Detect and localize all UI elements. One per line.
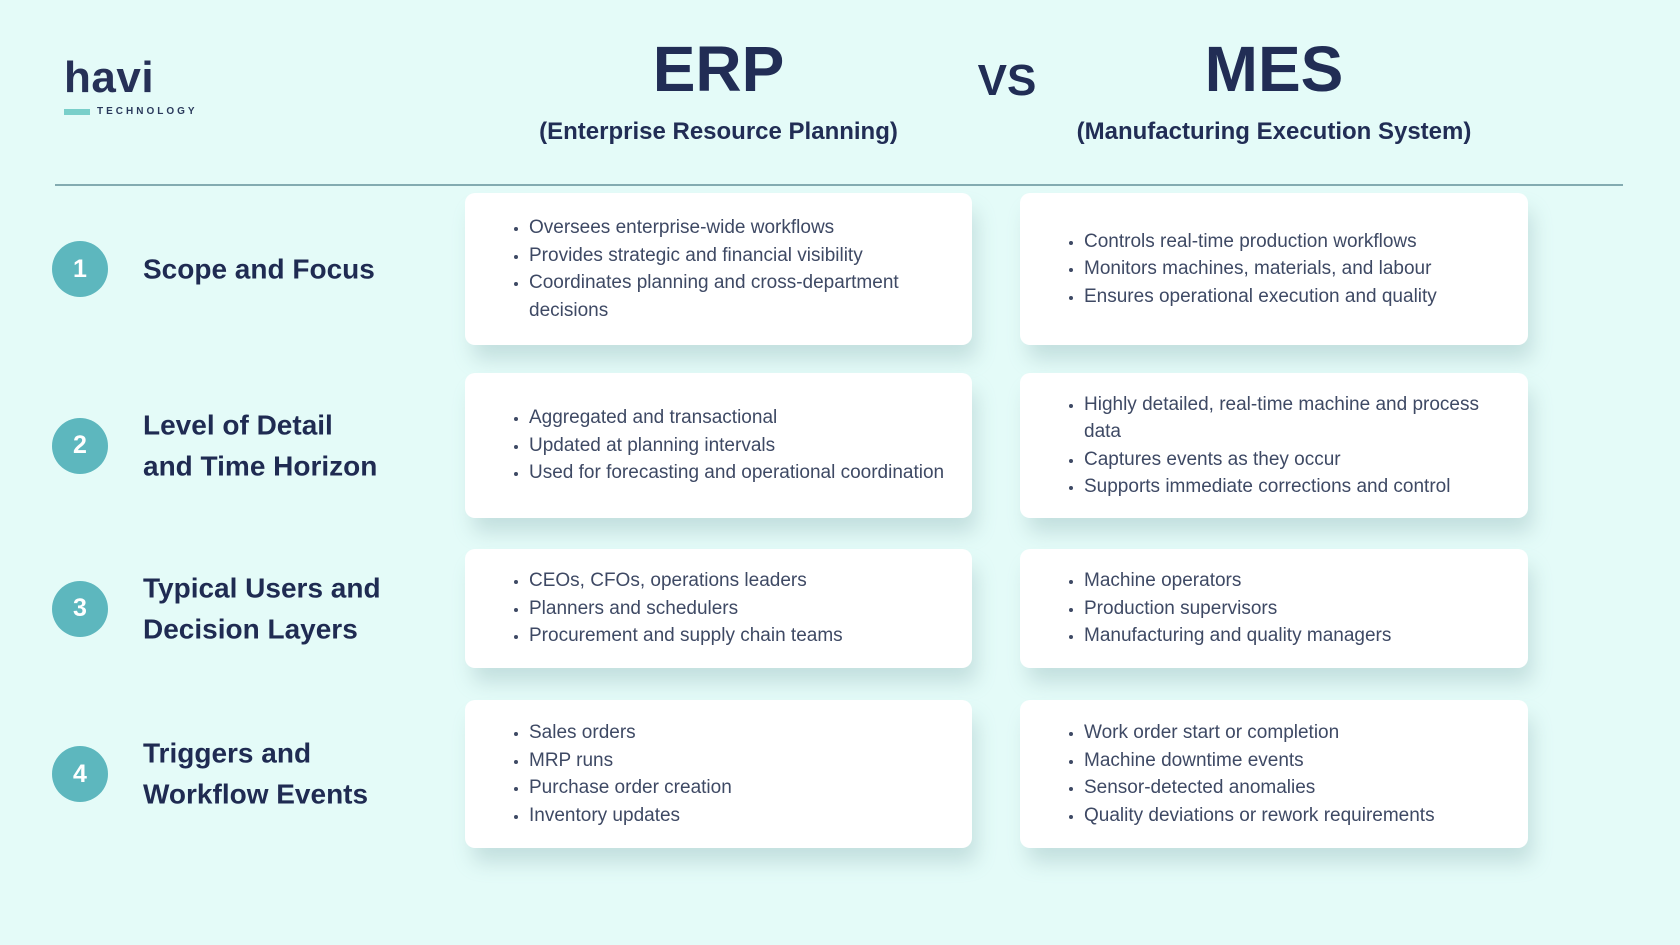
logo-tagline: TECHNOLOGY — [97, 106, 198, 117]
header-divider — [55, 184, 1623, 186]
bullet-item: Machine downtime events — [1084, 747, 1435, 775]
logo-bar-icon — [64, 108, 90, 115]
bullet-item: MRP runs — [529, 747, 732, 775]
erp-bullet-list: Oversees enterprise-wide workflows Provi… — [465, 214, 972, 324]
bullet-item: Machine operators — [1084, 567, 1391, 595]
mes-bullet-list: Work order start or completion Machine d… — [1020, 719, 1449, 829]
bullet-item: Coordinates planning and cross-departmen… — [529, 269, 958, 324]
mes-bullet-list: Machine operators Production supervisors… — [1020, 567, 1405, 650]
logo-tagline-row: TECHNOLOGY — [64, 106, 198, 117]
bullet-item: Aggregated and transactional — [529, 404, 944, 432]
bullet-item: Monitors machines, materials, and labour — [1084, 255, 1437, 283]
row-number-badge: 2 — [52, 417, 108, 474]
bullet-item: Planners and schedulers — [529, 595, 843, 623]
row-label-line1: Typical Users and — [143, 572, 381, 604]
bullet-item: Purchase order creation — [529, 774, 732, 802]
bullet-item: Production supervisors — [1084, 595, 1391, 623]
row-number-badge: 4 — [52, 746, 108, 802]
erp-bullet-list: CEOs, CFOs, operations leaders Planners … — [465, 567, 857, 650]
erp-subtitle: (Enterprise Resource Planning) — [539, 118, 898, 145]
erp-card: Aggregated and transactional Updated at … — [465, 373, 972, 518]
row-label-line1: Triggers and — [143, 737, 312, 769]
bullet-item: Used for forecasting and operational coo… — [529, 459, 944, 487]
bullet-item: Procurement and supply chain teams — [529, 622, 843, 650]
row-label-line2: and Time Horizon — [143, 450, 378, 482]
comparison-row-users: 3 Typical Users and Decision Layers CEOs… — [0, 549, 1680, 668]
havi-logo: havi TECHNOLOGY — [64, 56, 198, 117]
bullet-item: CEOs, CFOs, operations leaders — [529, 567, 843, 595]
mes-title: MES — [1204, 33, 1344, 105]
bullet-item: Provides strategic and financial visibil… — [529, 242, 958, 270]
row-label: Scope and Focus — [143, 248, 453, 289]
vs-label: VS — [977, 56, 1037, 105]
mes-card: Controls real-time production workflows … — [1020, 193, 1528, 345]
bullet-item: Inventory updates — [529, 802, 732, 830]
row-label-line2: Workflow Events — [143, 779, 369, 810]
mes-subtitle: (Manufacturing Execution System) — [1076, 118, 1472, 145]
bullet-item: Ensures operational execution and qualit… — [1084, 283, 1437, 311]
bullet-item: Controls real-time production workflows — [1084, 228, 1437, 256]
erp-card: Oversees enterprise-wide workflows Provi… — [465, 193, 972, 345]
mes-bullet-list: Controls real-time production workflows … — [1020, 228, 1451, 311]
row-number-badge: 1 — [52, 241, 108, 297]
row-label-line2: Decision Layers — [143, 613, 358, 645]
mes-card: Machine operators Production supervisors… — [1020, 549, 1528, 668]
bullet-item: Highly detailed, real-time machine and p… — [1084, 391, 1514, 446]
comparison-row-detail: 2 Level of Detail and Time Horizon Aggre… — [0, 373, 1680, 518]
row-label: Typical Users and Decision Layers — [143, 567, 453, 650]
erp-bullet-list: Sales orders MRP runs Purchase order cre… — [465, 719, 746, 829]
mes-card: Highly detailed, real-time machine and p… — [1020, 373, 1528, 518]
bullet-item: Quality deviations or rework requirement… — [1084, 802, 1435, 830]
bullet-item: Oversees enterprise-wide workflows — [529, 214, 958, 242]
logo-wordmark: havi — [64, 53, 155, 102]
erp-bullet-list: Aggregated and transactional Updated at … — [465, 404, 958, 487]
comparison-row-triggers: 4 Triggers and Workflow Events Sales ord… — [0, 700, 1680, 848]
bullet-item: Manufacturing and quality managers — [1084, 622, 1391, 650]
row-number-badge: 3 — [52, 580, 108, 637]
row-label: Level of Detail and Time Horizon — [143, 404, 453, 487]
bullet-item: Work order start or completion — [1084, 719, 1435, 747]
bullet-item: Captures events as they occur — [1084, 446, 1514, 474]
erp-card: CEOs, CFOs, operations leaders Planners … — [465, 549, 972, 668]
comparison-row-scope: 1 Scope and Focus Oversees enterprise-wi… — [0, 193, 1680, 345]
bullet-item: Supports immediate corrections and contr… — [1084, 473, 1514, 501]
row-label: Triggers and Workflow Events — [143, 733, 453, 816]
row-label-line1: Level of Detail — [143, 409, 333, 441]
bullet-item: Updated at planning intervals — [529, 432, 944, 460]
erp-card: Sales orders MRP runs Purchase order cre… — [465, 700, 972, 848]
bullet-item: Sales orders — [529, 719, 732, 747]
mes-bullet-list: Highly detailed, real-time machine and p… — [1020, 391, 1528, 501]
mes-card: Work order start or completion Machine d… — [1020, 700, 1528, 848]
bullet-item: Sensor-detected anomalies — [1084, 774, 1435, 802]
row-label-line1: Scope and Focus — [143, 253, 375, 285]
erp-title: ERP — [652, 33, 785, 105]
